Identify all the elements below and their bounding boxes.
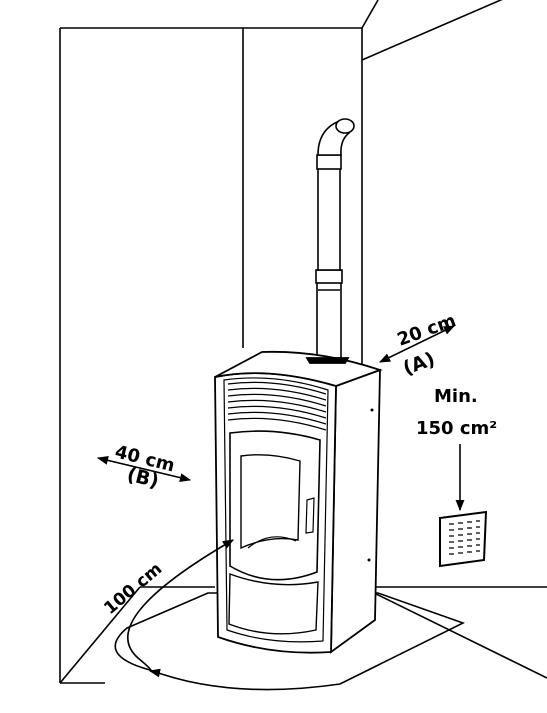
stove-glass [240, 454, 301, 550]
pellet-stove [214, 350, 383, 654]
rear-clearance-value: 20 cm [395, 310, 459, 351]
flue-pipe [315, 118, 355, 359]
rear-clearance-code: (A) [400, 348, 438, 380]
floor-protection-plate [114, 592, 466, 691]
front-clearance-arc [127, 539, 234, 678]
ash-drawer [228, 573, 319, 635]
vent-label-area: 150 cm² [416, 418, 497, 439]
front-clearance-value: 100 cm [100, 559, 166, 619]
vent-label-min: Min. [434, 386, 478, 407]
air-vent-icon [439, 510, 488, 568]
side-clearance-arrow [96, 455, 192, 483]
vent-grille [227, 381, 327, 431]
rear-clearance-arrow [378, 325, 456, 363]
